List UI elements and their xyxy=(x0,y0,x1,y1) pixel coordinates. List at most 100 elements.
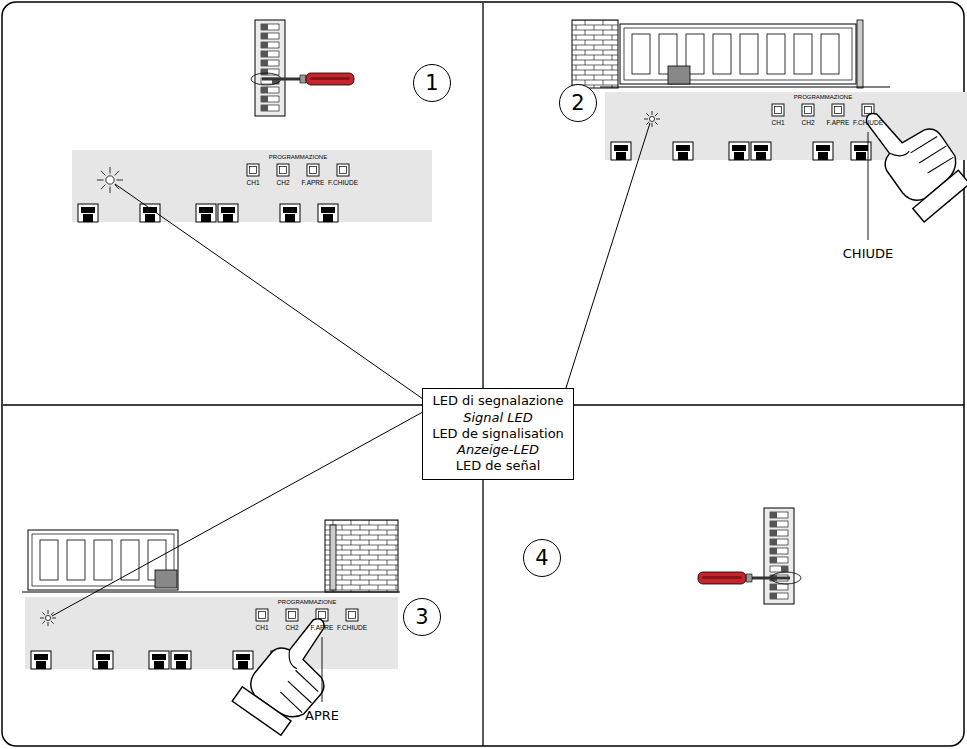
legend-box: LED di segnalazioneSignal LEDLED de sign… xyxy=(422,388,574,479)
button-label: CH2 xyxy=(285,625,298,632)
terminal-block xyxy=(93,651,113,669)
led-ray xyxy=(52,618,56,619)
terminal-block xyxy=(318,204,338,222)
terminal-block xyxy=(673,142,693,160)
dip-slot xyxy=(261,69,279,75)
terminal-socket xyxy=(145,214,155,222)
screwdriver-ferrule xyxy=(746,574,752,582)
button-label: CH1 xyxy=(771,120,784,127)
push-button xyxy=(277,164,289,176)
dip-slot xyxy=(770,548,788,554)
button-label: F.CHIUDE xyxy=(853,120,883,127)
button-label: CH1 xyxy=(246,180,259,187)
dip-slot xyxy=(261,24,279,30)
push-button xyxy=(802,104,814,116)
screwdriver-handle xyxy=(698,572,746,584)
led-ray xyxy=(48,610,49,614)
terminal-socket xyxy=(98,661,108,669)
board-heading: PROGRAMMAZIONE xyxy=(269,154,327,160)
dip-toggle xyxy=(261,24,268,30)
legend-line: LED de signalisation xyxy=(432,426,564,442)
terminal-socket xyxy=(756,152,766,160)
button-label: F.CHIUDE xyxy=(328,180,358,187)
dip-toggle xyxy=(261,51,268,57)
terminal-block xyxy=(611,142,631,160)
dip-slot xyxy=(261,87,279,93)
led-ray xyxy=(97,180,104,181)
push-button-cap xyxy=(835,107,842,114)
brick-wall xyxy=(572,20,618,88)
dip-toggle xyxy=(781,566,788,572)
screwdriver xyxy=(698,572,801,584)
step-number-circle: 2 xyxy=(559,84,597,122)
callout-label: APRE xyxy=(305,709,339,722)
dip-toggle xyxy=(261,105,268,111)
dip-toggle xyxy=(261,87,268,93)
terminal-screw xyxy=(152,654,166,660)
led-ray xyxy=(40,618,44,619)
push-button-cap xyxy=(805,107,812,114)
dip-slot xyxy=(770,530,788,536)
push-button-cap xyxy=(775,107,782,114)
push-button-cap xyxy=(250,167,257,174)
terminal-block xyxy=(751,142,771,160)
dip-toggle xyxy=(770,521,777,527)
board-plate xyxy=(25,597,398,669)
led-ray xyxy=(656,119,660,120)
led-ray xyxy=(115,171,120,176)
gate-slat xyxy=(794,34,812,74)
terminal-screw xyxy=(199,207,213,213)
gate-slat xyxy=(121,540,139,580)
dip-toggle xyxy=(770,593,777,599)
dip-toggle xyxy=(770,539,777,545)
push-button-cap xyxy=(310,167,317,174)
dip-toggle xyxy=(770,512,777,518)
push-button-cap xyxy=(865,107,872,114)
dip-toggle xyxy=(261,42,268,48)
button-label: CH2 xyxy=(801,120,814,127)
dip-slot xyxy=(770,584,788,590)
leader-line xyxy=(868,132,869,240)
dip-slot xyxy=(261,60,279,66)
dip-switch xyxy=(764,508,794,604)
hand-cuff xyxy=(913,170,967,222)
led-ray xyxy=(652,111,653,115)
screwdriver xyxy=(251,73,354,85)
push-button-cap xyxy=(289,612,296,619)
terminal-block xyxy=(196,204,216,222)
terminal-socket xyxy=(36,661,46,669)
push-button xyxy=(346,609,358,621)
signal-led xyxy=(644,111,660,127)
terminal-block xyxy=(149,651,169,669)
dip-switch xyxy=(255,20,285,116)
dip-body xyxy=(255,20,285,116)
signal-led xyxy=(97,167,123,193)
callout-label: CHIUDE xyxy=(843,247,893,260)
dip-slot xyxy=(261,42,279,48)
gate-slat xyxy=(40,540,58,580)
terminal-block xyxy=(729,142,749,160)
leader-line xyxy=(52,412,422,616)
step-number-circle: 4 xyxy=(523,539,561,577)
terminal-screw xyxy=(816,145,830,151)
terminal-socket xyxy=(201,214,211,222)
terminal-socket xyxy=(238,661,248,669)
gate-slat xyxy=(67,540,85,580)
dip-slot xyxy=(770,557,788,563)
terminal-block xyxy=(233,651,253,669)
gate-slat xyxy=(632,34,650,74)
terminal-screw xyxy=(236,654,250,660)
gate-inner-frame xyxy=(624,28,852,80)
dip-toggle xyxy=(261,96,268,102)
terminal-screw xyxy=(614,145,628,151)
dip-slot xyxy=(770,521,788,527)
push-button xyxy=(832,104,844,116)
terminal-socket xyxy=(616,152,626,160)
terminal-block xyxy=(218,204,238,222)
screwdriver-groove xyxy=(310,77,350,80)
led-body xyxy=(649,116,654,121)
button-label: CH1 xyxy=(255,625,268,632)
terminal-block xyxy=(78,204,98,222)
